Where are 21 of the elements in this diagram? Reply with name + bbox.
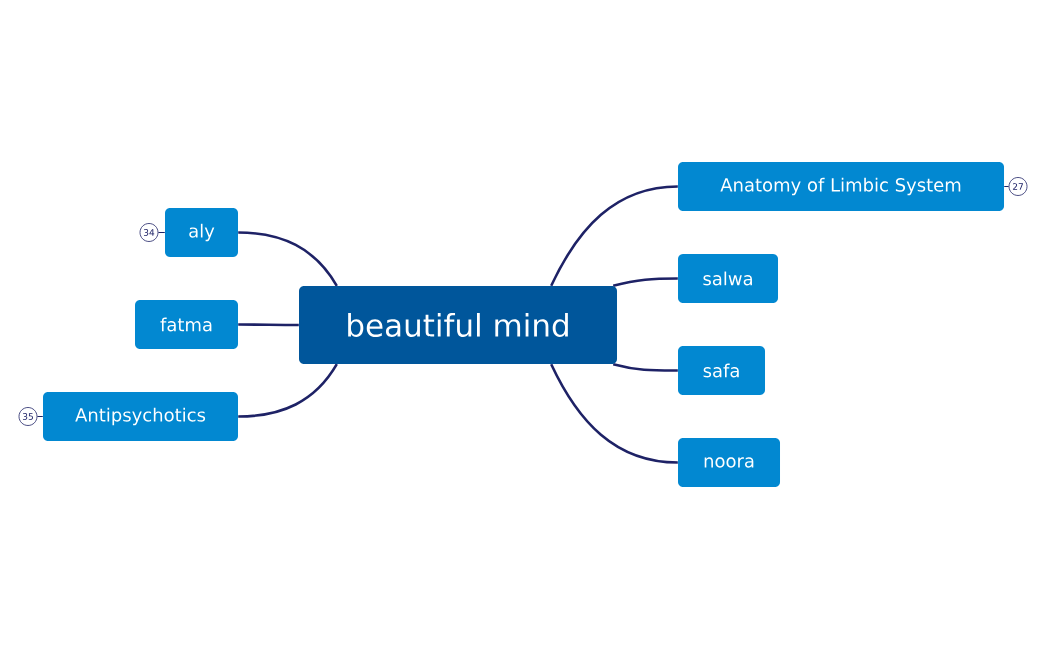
topic-box: salwa bbox=[678, 254, 778, 303]
topic-box: Anatomy of Limbic System bbox=[678, 162, 1004, 211]
connector bbox=[157, 232, 166, 233]
count-badge: 34 bbox=[139, 223, 159, 242]
connector bbox=[612, 362, 678, 372]
topic-box: aly bbox=[165, 208, 238, 257]
central-topic-box: beautiful mind bbox=[299, 286, 617, 364]
connector bbox=[550, 363, 678, 464]
connector bbox=[612, 277, 678, 288]
topic-box: fatma bbox=[135, 300, 238, 349]
connector bbox=[238, 231, 338, 287]
connector bbox=[1003, 186, 1010, 187]
topic-box: safa bbox=[678, 346, 765, 395]
count-badge: 35 bbox=[18, 407, 38, 426]
count-badge: 27 bbox=[1008, 177, 1028, 196]
connector bbox=[36, 416, 44, 417]
connector bbox=[238, 323, 299, 327]
topic-box: noora bbox=[678, 438, 780, 487]
connector bbox=[238, 363, 338, 418]
topic-box: Antipsychotics bbox=[43, 392, 238, 441]
connector bbox=[550, 185, 678, 287]
